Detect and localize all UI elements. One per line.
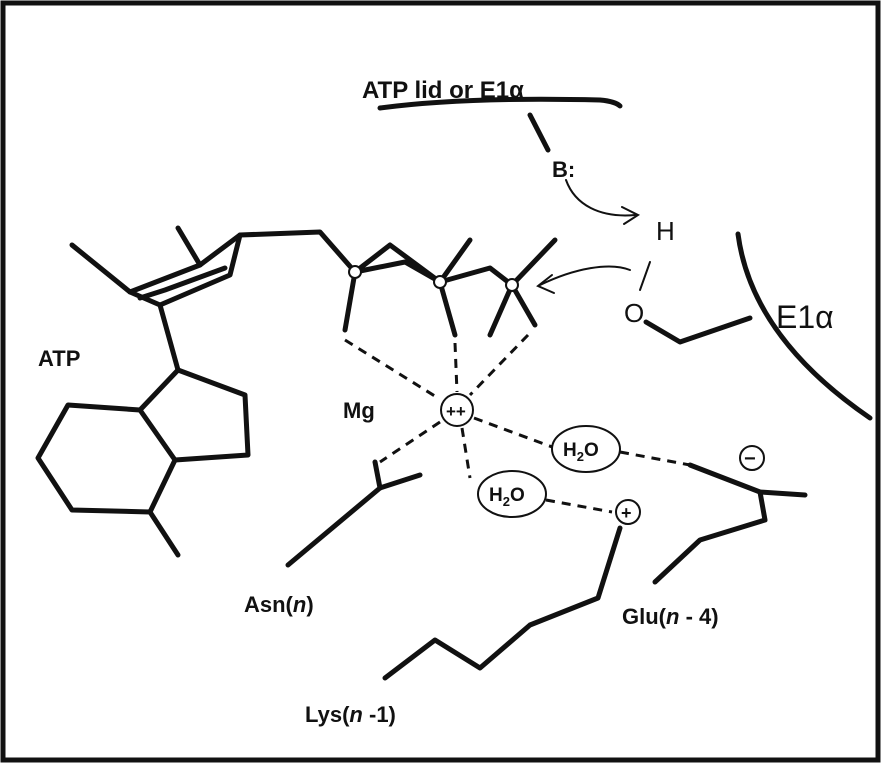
glutamate-negative-charge — [739, 445, 765, 471]
proton-transfer-arrowhead — [621, 206, 641, 225]
oxygen-label: O — [624, 298, 644, 328]
e1a-label: E1α — [776, 299, 834, 335]
water-1-glu-hbond — [619, 450, 691, 467]
beta-phosphorus — [433, 275, 447, 289]
phosphate-chain-upper — [352, 237, 473, 285]
mg-coordination-water-1 — [473, 416, 556, 450]
mg-coordination-alpha — [344, 338, 439, 400]
mg-label: Mg — [343, 398, 375, 423]
e1a-surface-arc — [735, 231, 873, 421]
asn-amide-branch — [377, 472, 423, 491]
positive-charge-label: + — [621, 503, 632, 523]
mg-coordination-asn — [379, 420, 441, 464]
alpha-phosphate-oxygen — [342, 269, 358, 333]
alpha-phosphorus — [348, 265, 362, 279]
mg-coordination-beta — [453, 342, 459, 393]
gamma-phosphate-oxygen-1 — [487, 282, 515, 338]
water-1-circle — [551, 425, 621, 473]
negative-charge-label: − — [744, 448, 756, 470]
sugar-inner-bond — [137, 265, 228, 301]
water-2-circle — [477, 470, 547, 518]
water-1-label: H2O — [563, 440, 599, 464]
imidazole-ring — [137, 367, 251, 463]
hydrogen-label: H — [656, 216, 675, 246]
sugar-substituent — [175, 225, 203, 268]
amino-substituent — [147, 509, 181, 558]
asn-side-chain — [285, 459, 383, 568]
atp-lid-label: ATP lid or E1α — [362, 77, 524, 104]
nucleophilic-attack-arrowhead — [536, 274, 555, 294]
beta-phosphate-oxygen — [437, 279, 458, 338]
asn-label: Asn(n) — [244, 592, 314, 617]
mg-coordination-water-2 — [460, 427, 472, 479]
glu-side-chain — [652, 489, 768, 585]
water-2-lys-hbond — [545, 498, 613, 514]
o-h-bond — [639, 261, 651, 291]
serine-side-chain — [643, 315, 753, 345]
water-2-label: H2O — [489, 485, 525, 509]
base-label: B: — [552, 157, 575, 182]
lys-side-chain — [382, 525, 623, 681]
phosphate-chain — [352, 237, 558, 288]
atp-lid-surface — [377, 96, 623, 111]
lys-label: Lys(n -1) — [305, 702, 396, 727]
base-stem — [527, 112, 551, 153]
mg-ion — [440, 393, 474, 427]
glu-label: Glu(n - 4) — [622, 604, 719, 629]
atp-label: ATP — [38, 346, 80, 371]
proton-transfer-arrow — [565, 179, 636, 217]
sugar-backbone — [69, 229, 358, 295]
mg-coordination-gamma — [468, 333, 530, 397]
lysine-positive-charge — [615, 499, 641, 525]
gamma-phosphate-oxygen-2 — [509, 282, 538, 328]
nucleophilic-attack-arrow — [539, 265, 631, 286]
gamma-phosphorus — [505, 278, 519, 292]
glycosidic-bond — [157, 302, 181, 373]
pyrimidine-ring — [35, 402, 178, 515]
mg-charge-label: ++ — [446, 402, 466, 421]
